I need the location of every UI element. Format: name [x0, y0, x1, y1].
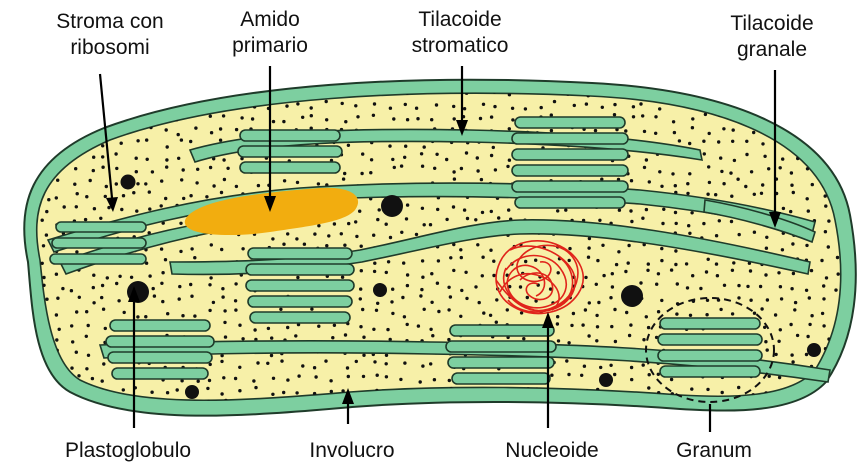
label-stroma-line1: Stroma con: [56, 10, 163, 33]
label-nucleoide: Nucleoide: [505, 439, 598, 462]
label-amido-line2: primario: [232, 34, 308, 57]
label-plastoglobulo: Plastoglobulo: [65, 439, 191, 462]
label-stroma-line2: ribosomi: [70, 36, 149, 59]
plastoglobule: [185, 385, 199, 399]
plastoglobule: [121, 175, 136, 190]
label-stromatico-line1: Tilacoide: [418, 8, 501, 31]
plastoglobule: [599, 373, 613, 387]
label-granum: Granum: [676, 439, 752, 462]
plastoglobule: [621, 285, 643, 307]
label-granale-line1: Tilacoide: [730, 12, 813, 35]
plastoglobule: [807, 343, 821, 357]
label-granale-line2: granale: [737, 38, 807, 61]
plastoglobule: [373, 283, 387, 297]
plastoglobule: [381, 195, 403, 217]
label-involucro: Involucro: [309, 439, 394, 462]
label-stromatico-line2: stromatico: [412, 34, 509, 57]
label-amido-line1: Amido: [240, 8, 300, 31]
